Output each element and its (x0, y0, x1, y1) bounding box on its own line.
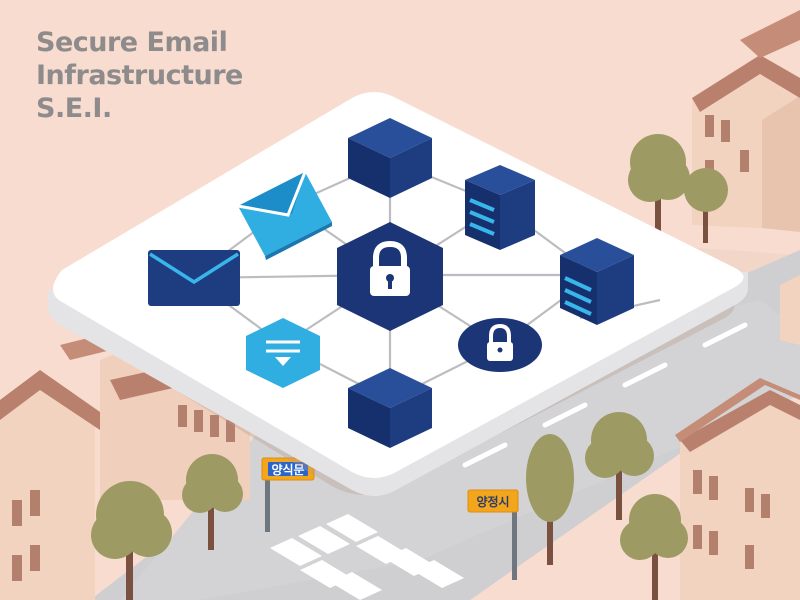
tree (628, 134, 690, 235)
padlock-icon (458, 318, 542, 372)
tree (91, 481, 172, 600)
envelope-icon (148, 250, 240, 306)
tree (182, 454, 243, 550)
street-sign-left-label: 양식문 (271, 462, 304, 477)
cube-node-icon (348, 368, 432, 448)
tree (684, 168, 728, 243)
padlock-icon (337, 222, 443, 331)
building-bottom-left (0, 370, 100, 600)
title-line-3: S.E.I. (36, 93, 112, 124)
crosswalk (270, 514, 464, 600)
title-line-2: Infrastructure (36, 60, 243, 91)
building-right-middle (780, 275, 800, 345)
street-sign-right-label: 양정시 (476, 494, 509, 509)
trees (91, 134, 728, 600)
cube-node-icon (348, 118, 432, 198)
title-line-1: Secure Email (36, 27, 228, 58)
server-icon (465, 165, 535, 250)
street-sign-right: 양정시 (467, 489, 519, 580)
building-bottom-right (675, 378, 800, 600)
tree (585, 412, 654, 520)
title-block: Secure Email Infrastructure S.E.I. (36, 26, 243, 125)
envelope-icon (237, 171, 332, 260)
server-icon (560, 238, 634, 325)
tree (620, 494, 688, 600)
tree (526, 434, 574, 565)
message-bubble-icon (246, 318, 320, 388)
street-sign-left: 양식문 (261, 457, 315, 532)
